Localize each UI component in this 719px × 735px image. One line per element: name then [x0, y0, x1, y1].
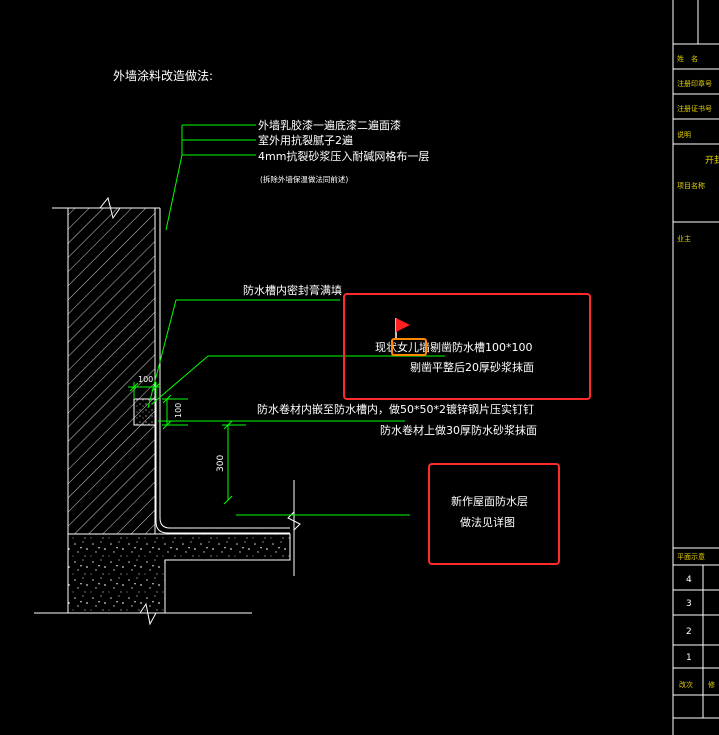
drawing-title: 外墙涂料改造做法: — [113, 68, 213, 83]
tb-project-label: 项目名称 — [677, 181, 705, 190]
waterproof-groove — [133, 398, 157, 426]
highlight-box-text — [391, 338, 427, 356]
note-membrane-1: 防水卷材内嵌至防水槽内，做50*50*2镀锌钢片压实钉钉 — [257, 402, 534, 416]
tb-rev-2: 2 — [686, 627, 692, 637]
tb-rev-4: 4 — [686, 575, 692, 585]
highlight-box-parapet — [343, 293, 591, 400]
tb-cert-label: 注册证书号 — [677, 104, 712, 113]
note-coat-2: 室外用抗裂腻子2遍 — [258, 133, 353, 147]
tb-owner-label: 业主 — [677, 234, 691, 243]
note-roof-1: 新作屋面防水层 — [451, 494, 528, 508]
tb-desc-value: 开封 — [705, 154, 719, 166]
break-line-icon — [99, 196, 121, 220]
tb-desc-label: 说明 — [677, 130, 691, 139]
flag-icon[interactable] — [395, 318, 410, 338]
tb-rev-1: 1 — [686, 653, 692, 663]
note-parapet-1: 现状女儿墙剔凿防水槽100*100 — [375, 340, 533, 354]
highlight-box-roof — [428, 463, 560, 565]
tb-rev-footer: 改次 — [679, 680, 693, 689]
note-membrane-2: 防水卷材上做30厚防水砂浆抹面 — [380, 423, 537, 437]
parapet-wall — [52, 196, 161, 535]
dim-groove-height: 100 — [174, 403, 183, 418]
note-coat-remark: (拆除外墙保温做法同前述) — [260, 174, 348, 184]
roof-slab — [34, 480, 301, 626]
note-coat-1: 外墙乳胶漆一遍底漆二遍面漆 — [258, 118, 401, 132]
tb-name-label: 姓 名 — [677, 54, 698, 63]
tb-rev-header: 平面示意 — [677, 552, 705, 561]
title-block — [672, 0, 719, 735]
note-roof-2: 做法见详图 — [460, 515, 515, 529]
dim-groove-width: 100 — [138, 375, 153, 384]
note-parapet-2: 剔凿平整后20厚砂浆抹面 — [410, 360, 534, 374]
note-groove-fill: 防水槽内密封膏满填 — [243, 283, 342, 297]
dimensions — [128, 382, 246, 505]
dim-upturn-height: 300 — [216, 455, 226, 472]
tb-rev-footer-2: 修 — [708, 680, 715, 689]
note-coat-3: 4mm抗裂砂浆压入耐碱网格布一层 — [258, 149, 429, 163]
tb-seal-label: 注册印章号 — [677, 79, 712, 88]
tb-rev-3: 3 — [686, 599, 692, 609]
